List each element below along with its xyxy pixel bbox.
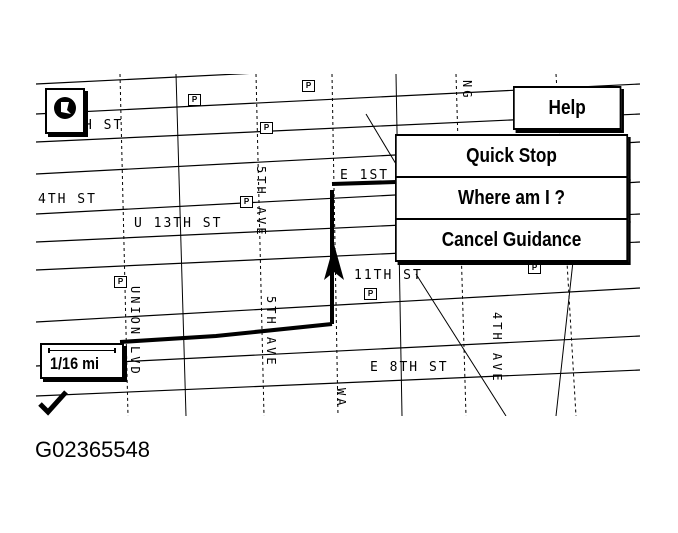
scale-label: 1/16 mi: [50, 354, 100, 373]
street-label-4th-st: 4TH ST: [38, 192, 97, 207]
map-scale-indicator[interactable]: 1/16 mi: [40, 343, 124, 379]
compass-icon: [54, 97, 76, 119]
parking-poi-icon[interactable]: P: [240, 196, 253, 208]
street-label-4th-ave: 4TH AVE: [490, 312, 504, 384]
street-label-13th-st: U 13TH ST: [134, 216, 223, 231]
cancel-guidance-button[interactable]: Cancel Guidance: [395, 218, 629, 262]
checkmark-icon: [38, 390, 68, 416]
street-label-wa: WA: [334, 388, 348, 409]
where-am-i-button[interactable]: Where am I ?: [395, 176, 629, 220]
street-label-h-st: H ST: [84, 118, 124, 133]
parking-poi-icon[interactable]: P: [114, 276, 127, 288]
parking-poi-icon[interactable]: P: [364, 288, 377, 300]
street-label-ng: NG: [460, 80, 474, 101]
parking-poi-icon[interactable]: P: [188, 94, 201, 106]
quick-stop-button[interactable]: Quick Stop: [395, 134, 629, 178]
help-button[interactable]: Help: [513, 86, 622, 130]
street-label-5th-ave-lower: 5TH AVE: [264, 296, 278, 368]
street-label-5th-ave-upper: 5TH AVE: [254, 166, 268, 238]
street-label-e-8th-st: E 8TH ST: [370, 360, 449, 375]
figure-id: G02365548: [35, 437, 150, 462]
street-label-union: UNION: [128, 286, 142, 338]
street-label-e-1st: E 1ST: [340, 168, 390, 183]
parking-poi-icon[interactable]: P: [528, 262, 541, 274]
parking-poi-icon[interactable]: P: [302, 80, 315, 92]
street-label-lvd: LVD: [128, 346, 142, 377]
vehicle-arrow-icon: [324, 244, 344, 280]
parking-poi-icon[interactable]: P: [260, 122, 273, 134]
compass-button[interactable]: [45, 88, 85, 134]
street-label-11th-st: 11TH ST: [354, 268, 423, 283]
scale-bar: [48, 348, 116, 353]
